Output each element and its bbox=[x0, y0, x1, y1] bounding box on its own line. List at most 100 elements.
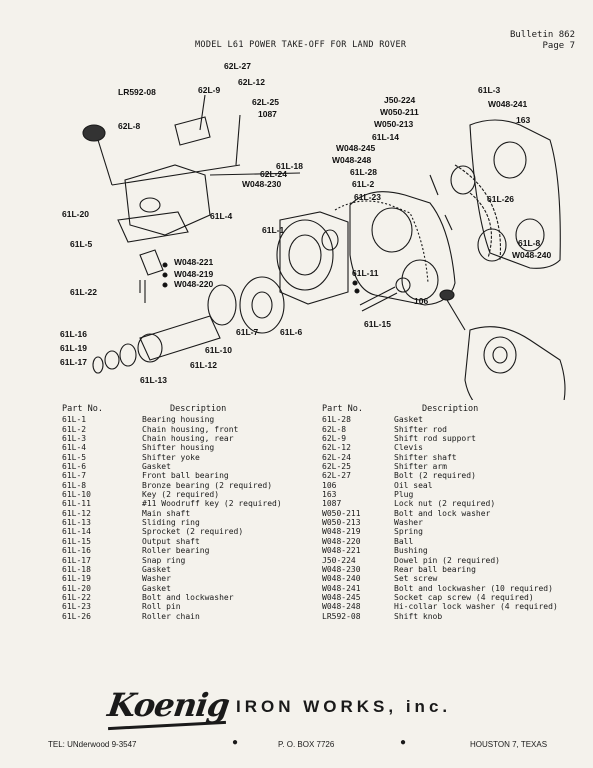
part-description: Front ball bearing bbox=[142, 471, 229, 481]
diagram-callout: 106 bbox=[414, 296, 428, 306]
part-description: Shift rod support bbox=[394, 434, 476, 444]
part-description: Clevis bbox=[394, 443, 423, 453]
part-number: 62L-8 bbox=[322, 424, 347, 434]
parts-row: 62L-9 Shift rod support bbox=[322, 434, 558, 443]
part-description: Gasket bbox=[142, 583, 171, 593]
diagram-callout: 61L-11 bbox=[352, 268, 379, 278]
diagram-callout: 61L-10 bbox=[205, 345, 232, 355]
part-number: 61L-12 bbox=[62, 508, 91, 518]
diagram-callout: W048-245 bbox=[336, 143, 375, 153]
part-number: 61L-26 bbox=[62, 611, 91, 621]
diagram-callout: W050-211 bbox=[380, 107, 419, 117]
diagram-callout: W048-241 bbox=[488, 99, 527, 109]
part-description: Bolt and lockwasher (10 required) bbox=[394, 583, 553, 593]
part-number: 61L-6 bbox=[62, 462, 87, 472]
diagram-callout: W048-220 bbox=[174, 279, 213, 289]
part-description: Bolt and lock washer bbox=[394, 508, 491, 518]
part-description: Bushing bbox=[394, 546, 428, 556]
part-number: W048-241 bbox=[322, 583, 361, 593]
diagram-callout: 61L-22 bbox=[70, 287, 97, 297]
part-description: Shifter shaft bbox=[394, 452, 457, 462]
part-number: 61L-3 bbox=[62, 434, 87, 444]
part-description: Snap ring bbox=[142, 555, 186, 565]
description-header: Description bbox=[170, 404, 227, 414]
part-description: Lock nut (2 required) bbox=[394, 499, 496, 509]
parts-row: 1087 Lock nut (2 required) bbox=[322, 499, 558, 508]
diagram-callout: 61L-8 bbox=[518, 238, 540, 248]
parts-row: W050-211 Bolt and lock washer bbox=[322, 509, 558, 518]
part-description: Ball bbox=[394, 536, 414, 546]
part-number: W050-211 bbox=[322, 508, 361, 518]
part-number: 61L-2 bbox=[62, 424, 87, 434]
part-description: Key (2 required) bbox=[142, 490, 220, 500]
part-number: 61L-8 bbox=[62, 480, 87, 490]
part-description: Washer bbox=[394, 518, 423, 528]
part-description: Sliding ring bbox=[142, 518, 200, 528]
diagram-callout: 61L-26 bbox=[487, 194, 514, 204]
part-number: 61L-7 bbox=[62, 471, 87, 481]
part-description: Output shaft bbox=[142, 536, 200, 546]
part-number: 62L-12 bbox=[322, 443, 351, 453]
diagram-callout: 62L-24 bbox=[260, 169, 287, 179]
parts-row: 61L-12 Main shaft bbox=[62, 509, 282, 518]
diagram-callout: 61L-15 bbox=[364, 319, 391, 329]
part-number: 163 bbox=[322, 490, 337, 500]
part-number: 61L-28 bbox=[322, 415, 351, 425]
part-description: Bolt (2 required) bbox=[394, 471, 476, 481]
part-number: 61L-13 bbox=[62, 518, 91, 528]
part-description: Gasket bbox=[394, 415, 423, 425]
parts-row: 61L-15 Output shaft bbox=[62, 537, 282, 546]
diagram-callout: 61L-7 bbox=[236, 327, 258, 337]
footer-city: HOUSTON 7, TEXAS bbox=[470, 740, 548, 749]
diagram-callout: W048-230 bbox=[242, 179, 281, 189]
diagram-callout: W048-248 bbox=[332, 155, 371, 165]
company-name: IRON WORKS, inc. bbox=[236, 697, 452, 716]
diagram-callout: 62L-12 bbox=[238, 77, 265, 87]
part-number: 61L-15 bbox=[62, 536, 91, 546]
part-description: Hi-collar lock washer (4 required) bbox=[394, 602, 558, 612]
parts-row: 62L-12 Clevis bbox=[322, 443, 558, 452]
part-description: Plug bbox=[394, 490, 414, 500]
diagram-callout: 163 bbox=[516, 115, 530, 125]
part-number: J50-224 bbox=[322, 555, 356, 565]
part-description: Main shaft bbox=[142, 508, 191, 518]
part-number: 62L-9 bbox=[322, 434, 347, 444]
parts-row: 61L-8 Bronze bearing (2 required) bbox=[62, 481, 282, 490]
part-number: 1087 bbox=[322, 499, 342, 509]
diagram-callout: 61L-5 bbox=[70, 239, 92, 249]
part-no-header: Part No. bbox=[322, 404, 363, 414]
parts-row: 61L-2 Chain housing, front bbox=[62, 425, 282, 434]
page-title: MODEL L61 POWER TAKE-OFF FOR LAND ROVER bbox=[195, 40, 407, 50]
part-description: Bronze bearing (2 required) bbox=[142, 480, 273, 490]
part-description: Shifter housing bbox=[142, 443, 215, 453]
diagram-callout: 61L-13 bbox=[140, 375, 167, 385]
part-number: W050-213 bbox=[322, 518, 361, 528]
part-number: W048-219 bbox=[322, 527, 361, 537]
part-description: Bolt and lockwasher bbox=[142, 592, 234, 602]
footer-po-box: P. O. BOX 7726 bbox=[278, 740, 335, 749]
parts-row: 61L-28 Gasket bbox=[322, 415, 558, 424]
footer-separator: ● bbox=[232, 737, 239, 748]
part-description: Chain housing, front bbox=[142, 424, 239, 434]
description-header: Description bbox=[422, 404, 479, 414]
parts-row: W048-241 Bolt and lockwasher (10 required… bbox=[322, 584, 558, 593]
part-number: 61L-18 bbox=[62, 564, 91, 574]
footer-telephone: TEL: UNderwood 9-3547 bbox=[48, 740, 137, 749]
parts-row: 61L-7 Front ball bearing bbox=[62, 471, 282, 480]
part-description: Gasket bbox=[142, 462, 171, 472]
